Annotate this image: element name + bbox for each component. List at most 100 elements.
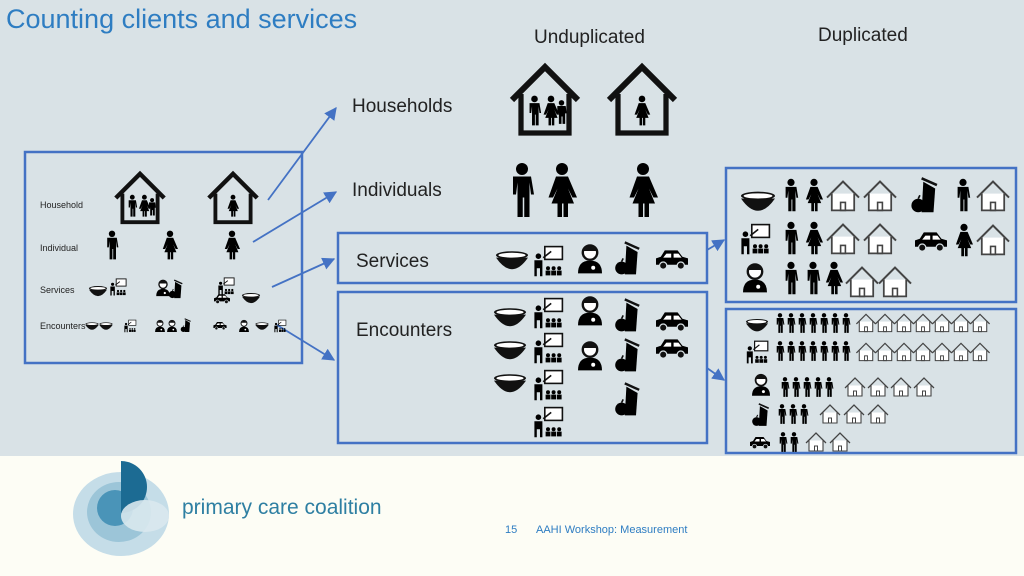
slide-canvas: Counting clients and services Unduplicat… <box>0 0 1024 456</box>
woman-icon <box>634 95 651 126</box>
outline-house-icon <box>845 266 879 298</box>
label-individuals: Individuals <box>352 180 442 201</box>
outline-house-icon <box>950 342 972 362</box>
house-icon <box>114 170 166 225</box>
outline-house-icon <box>913 377 935 397</box>
footer-workshop: AAHI Workshop: Measurement <box>536 524 688 536</box>
outline-house-icon <box>867 377 889 397</box>
outline-house-icon <box>863 223 897 255</box>
groceries-icon <box>615 338 640 372</box>
outline-house-icon <box>893 342 915 362</box>
man-icon <box>778 404 787 424</box>
man-icon <box>792 377 801 397</box>
label-encounters: Encounters <box>356 320 453 341</box>
house-icon <box>606 62 678 136</box>
outline-house-icon <box>855 313 877 333</box>
health-worker-icon <box>167 319 177 332</box>
inset-label-individual: Individual <box>40 243 79 253</box>
outline-house-icon <box>874 342 896 362</box>
child-icon <box>149 198 156 216</box>
services-box <box>336 231 709 285</box>
health-worker-icon <box>156 279 170 297</box>
outline-house-icon <box>874 313 896 333</box>
food-bowl-icon <box>89 286 107 297</box>
man-icon <box>785 261 799 295</box>
man-icon <box>787 313 796 333</box>
man-icon <box>831 313 840 333</box>
food-bowl-icon <box>242 293 260 304</box>
class-icon <box>534 332 564 364</box>
man-icon <box>785 178 799 212</box>
woman-icon <box>543 95 560 126</box>
food-bowl-icon <box>494 374 526 393</box>
health-worker-icon <box>578 296 602 326</box>
health-worker-icon <box>155 319 165 332</box>
outline-house-icon <box>912 342 934 362</box>
connector-arrow <box>271 257 336 288</box>
house-icon <box>207 170 259 225</box>
health-worker-icon <box>578 341 602 371</box>
car-icon <box>656 339 688 359</box>
house-icon <box>509 62 581 136</box>
coalition-logo <box>73 461 169 556</box>
car-icon <box>213 322 227 331</box>
outline-house-icon <box>976 180 1010 212</box>
page-number: 15 <box>505 524 518 536</box>
man-icon <box>790 432 799 452</box>
outline-house-icon <box>931 342 953 362</box>
car-icon <box>656 312 688 332</box>
woman-icon <box>162 230 178 260</box>
woman-icon <box>548 163 577 217</box>
food-bowl-icon <box>99 322 113 330</box>
outline-house-icon <box>863 180 897 212</box>
food-bowl-icon <box>85 322 99 330</box>
food-bowl-icon <box>255 322 269 330</box>
outline-house-icon <box>805 432 827 452</box>
man-icon <box>807 261 821 295</box>
woman-icon <box>955 223 973 257</box>
car-icon <box>915 232 947 252</box>
man-icon <box>803 377 812 397</box>
connector-arrow <box>706 239 726 252</box>
groceries-icon <box>752 403 770 426</box>
man-icon <box>789 404 798 424</box>
class-icon <box>110 278 127 296</box>
man-icon <box>831 341 840 361</box>
woman-icon <box>138 194 151 217</box>
groceries-icon <box>615 298 640 332</box>
outline-house-icon <box>969 342 991 362</box>
outline-house-icon <box>826 223 860 255</box>
man-icon <box>513 163 534 217</box>
class-icon <box>124 319 137 333</box>
man-icon <box>842 313 851 333</box>
man-icon <box>842 341 851 361</box>
car-icon <box>214 294 230 304</box>
class-icon <box>534 406 564 438</box>
food-bowl-icon <box>496 251 528 270</box>
connector-arrow <box>276 324 336 361</box>
outline-house-icon <box>867 404 889 424</box>
outline-house-icon <box>893 313 915 333</box>
groceries-icon <box>911 177 938 213</box>
groceries-icon <box>615 382 640 416</box>
man-icon <box>814 377 823 397</box>
column-header-unduplicated: Unduplicated <box>534 27 645 48</box>
man-icon <box>809 341 818 361</box>
icon-layer <box>85 62 1010 452</box>
outline-house-icon <box>976 224 1010 256</box>
man-icon <box>820 313 829 333</box>
duplicated-encounters-box <box>724 307 1018 455</box>
outline-house-icon <box>969 313 991 333</box>
inset-label-services: Services <box>40 285 75 295</box>
outline-house-icon <box>829 432 851 452</box>
woman-icon <box>629 163 658 217</box>
health-worker-icon <box>752 373 770 396</box>
man-icon <box>820 341 829 361</box>
brand-name: primary care coalition <box>182 496 382 519</box>
man-icon <box>776 313 785 333</box>
outline-house-icon <box>819 404 841 424</box>
woman-icon <box>805 221 823 255</box>
groceries-icon <box>180 318 191 332</box>
outline-house-icon <box>950 313 972 333</box>
connector-arrow <box>252 191 338 243</box>
